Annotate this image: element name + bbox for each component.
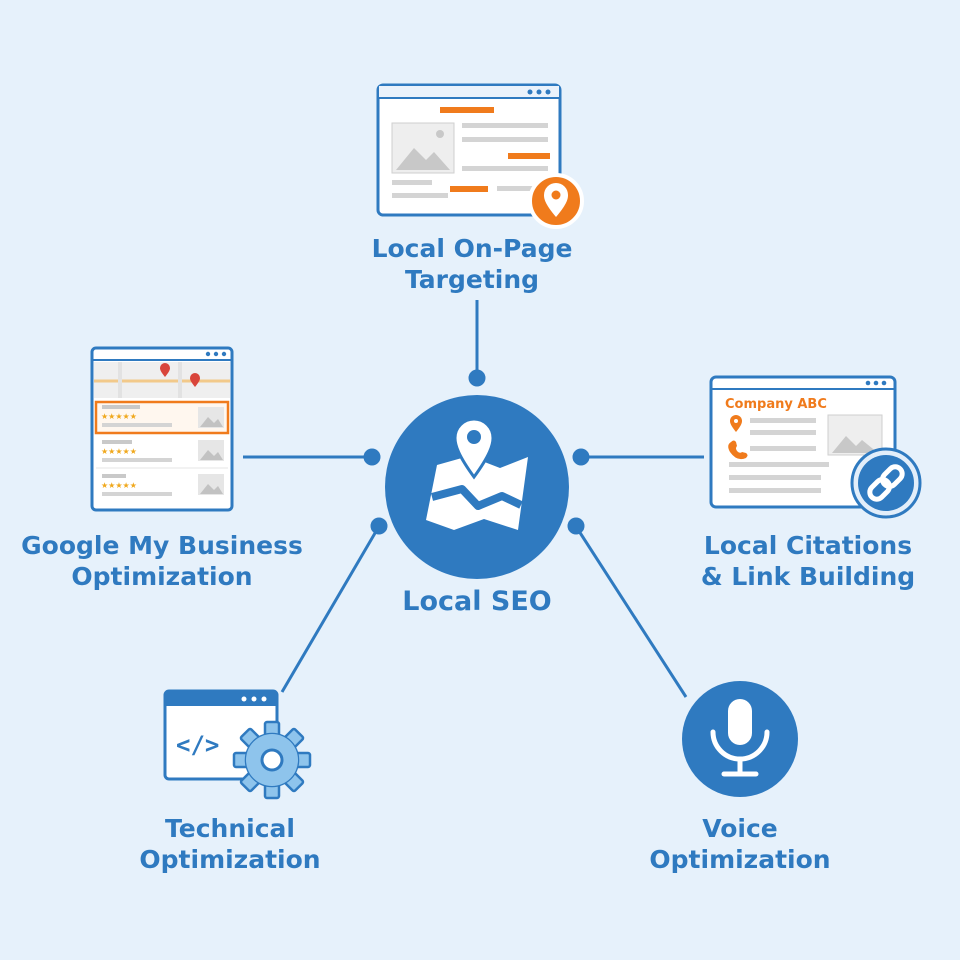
connector-dot-bottom-right [567, 517, 585, 535]
node-label-top: Local On-Page Targeting [372, 233, 573, 295]
node-label-top-line1: Local On-Page [371, 234, 573, 263]
connector-dot-right [572, 448, 590, 466]
link-icon [850, 447, 922, 519]
center-hub [385, 395, 569, 579]
node-label-bottom-right-line1: Voice [702, 814, 778, 843]
svg-text:★★★★★: ★★★★★ [101, 481, 137, 490]
node-label-bottom-left-line2: Optimization [139, 845, 321, 874]
node-label-left: Google My Business Optimization [21, 530, 303, 592]
gear-icon [232, 720, 312, 800]
node-label-right-line2: & Link Building [700, 562, 916, 591]
code-symbol: </> [176, 731, 219, 759]
svg-text:★★★★★: ★★★★★ [101, 412, 137, 421]
node-label-bottom-right: Voice Optimization [649, 813, 830, 875]
node-label-right-line1: Local Citations [703, 531, 913, 560]
connector-dot-bottom-left [370, 517, 388, 535]
business-listing-icon: ★★★★★ ★★★★★ ★★★★★ [90, 346, 234, 512]
node-label-left-line1: Google My Business [21, 531, 303, 560]
connector-dot-left [363, 448, 381, 466]
node-label-top-line2: Targeting [404, 265, 540, 294]
node-label-left-line2: Optimization [71, 562, 253, 591]
location-badge-icon [528, 173, 584, 229]
node-label-bottom-left-line1: Technical [165, 814, 295, 843]
connectors [243, 300, 704, 698]
node-label-right: Local Citations & Link Building [701, 530, 915, 592]
connector-dot-top [468, 369, 486, 387]
center-label: Local SEO [402, 586, 551, 617]
citation-listing-icon: Company ABC [709, 375, 922, 519]
svg-text:★★★★★: ★★★★★ [101, 447, 137, 456]
microphone-icon [682, 681, 798, 797]
connector-bottom-left [280, 527, 380, 693]
browser-page-icon [376, 83, 584, 229]
node-label-bottom-left: Technical Optimization [139, 813, 320, 875]
connector-bottom-right [575, 527, 688, 698]
map-pin-icon [426, 417, 528, 530]
node-label-bottom-right-line2: Optimization [649, 845, 831, 874]
center-label-text: Local SEO [402, 586, 552, 617]
company-name: Company ABC [725, 397, 827, 412]
